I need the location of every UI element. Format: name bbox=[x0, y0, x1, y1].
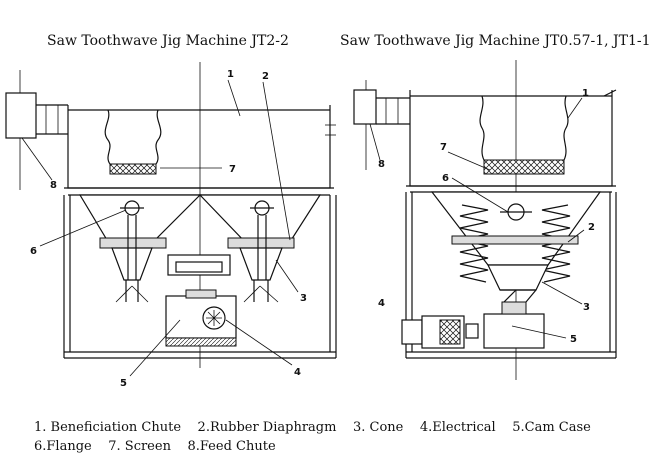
legend-line-1: 1. Beneficiation Chute 2.Rubber Diaphrag… bbox=[34, 420, 591, 435]
left-feed-chute bbox=[5, 92, 68, 139]
left-callout-7: 7 bbox=[229, 164, 236, 175]
left-hoppers bbox=[64, 187, 334, 303]
right-feed-chute bbox=[353, 89, 410, 125]
left-leader-lines bbox=[21, 79, 299, 377]
right-machine-title: Saw Toothwave Jig Machine JT0.57-1, JT1-… bbox=[340, 33, 650, 49]
right-machine: 1 8 7 6 2 4 3 5 bbox=[353, 60, 617, 380]
left-callout-4: 4 bbox=[294, 367, 301, 378]
right-callout-1: 1 bbox=[582, 88, 589, 99]
left-callout-2: 2 bbox=[262, 71, 269, 82]
right-motor-and-cam bbox=[401, 289, 545, 349]
right-callout-4: 4 bbox=[378, 298, 385, 309]
right-screen bbox=[483, 159, 565, 175]
left-callout-1: 1 bbox=[227, 69, 234, 80]
right-leader-lines bbox=[369, 97, 585, 339]
right-callout-6: 6 bbox=[442, 173, 449, 184]
right-callout-7: 7 bbox=[440, 142, 447, 153]
left-frame bbox=[63, 195, 337, 359]
left-screen bbox=[109, 163, 157, 175]
left-flanges bbox=[120, 200, 274, 280]
left-callout-5: 5 bbox=[120, 378, 127, 389]
left-callout-8: 8 bbox=[50, 180, 57, 191]
right-callout-2: 2 bbox=[588, 222, 595, 233]
legend-line-2: 6.Flange 7. Screen 8.Feed Chute bbox=[34, 439, 276, 454]
left-callout-6: 6 bbox=[30, 246, 37, 257]
left-machine: 1 2 7 8 6 3 5 4 bbox=[5, 62, 337, 389]
right-callout-3: 3 bbox=[583, 302, 590, 313]
left-machine-title: Saw Toothwave Jig Machine JT2-2 bbox=[47, 33, 289, 49]
left-cam-case bbox=[165, 254, 237, 347]
left-beneficiation-chute bbox=[67, 105, 336, 189]
right-callout-5: 5 bbox=[570, 334, 577, 345]
right-beneficiation-chute bbox=[409, 89, 617, 187]
right-callout-8: 8 bbox=[378, 159, 385, 170]
right-hopper bbox=[406, 185, 616, 291]
left-callout-3: 3 bbox=[300, 293, 307, 304]
